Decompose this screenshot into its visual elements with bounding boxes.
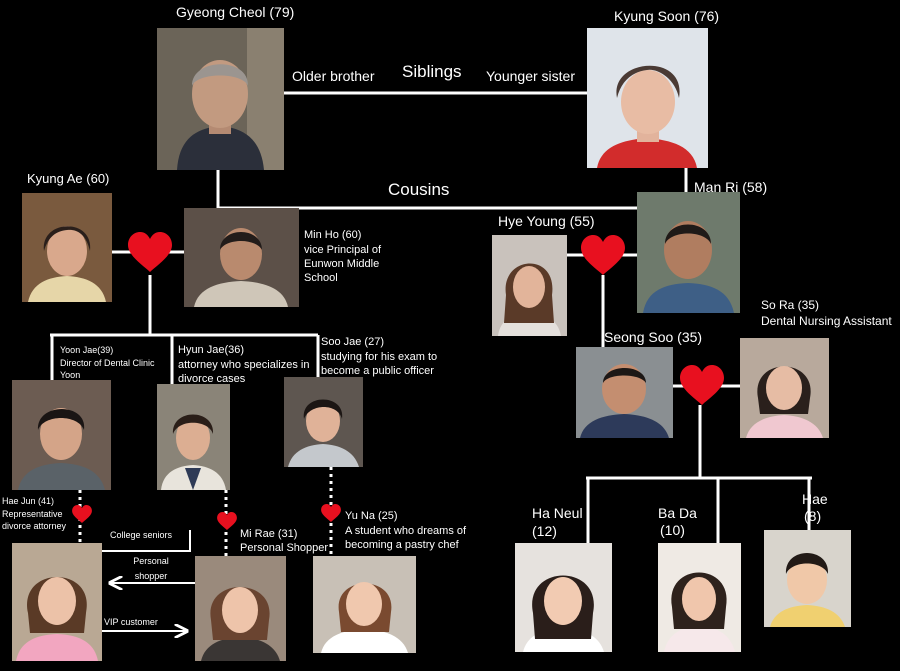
seong-soo-label: Seong Soo (35) bbox=[604, 329, 703, 345]
heart-icon bbox=[581, 235, 625, 275]
yu-na-desc: A student who dreams of becoming a pastr… bbox=[345, 525, 467, 551]
hae-jun-name: Hae Jun (41) bbox=[2, 496, 55, 506]
yu-na-name: Yu Na (25) bbox=[345, 510, 398, 522]
seong-soo-photo bbox=[576, 347, 673, 438]
hae-photo bbox=[764, 530, 851, 627]
kyung-soon-label: Kyung Soon (76) bbox=[614, 8, 720, 24]
hye-young-photo bbox=[492, 235, 567, 336]
yoon-jae-desc: Director of Dental Clinic Yoon bbox=[60, 358, 155, 380]
heart-icon bbox=[217, 512, 237, 530]
ha-neul-photo bbox=[515, 543, 612, 652]
cousins-label: Cousins bbox=[388, 180, 450, 199]
hae-jun-photo bbox=[12, 543, 102, 661]
kyung-ae-photo bbox=[22, 193, 112, 302]
gyeong-cheol-label: Gyeong Cheol (79) bbox=[176, 4, 295, 20]
ha-neul-age: (12) bbox=[532, 523, 557, 539]
kyung-ae-label: Kyung Ae (60) bbox=[27, 171, 110, 186]
mi-rae-photo bbox=[195, 556, 286, 661]
man-ri-photo bbox=[637, 192, 740, 313]
hyun-jae-desc: attorney who specializes in divorce case… bbox=[178, 359, 310, 385]
older-brother-label: Older brother bbox=[292, 68, 375, 84]
so-ra-desc: Dental Nursing Assistant bbox=[761, 314, 892, 328]
hae-name: Hae bbox=[802, 491, 828, 507]
ba-da-photo bbox=[658, 543, 741, 652]
siblings-label: Siblings bbox=[402, 62, 462, 81]
soo-jae-desc: studying for his exam to become a public… bbox=[321, 351, 438, 377]
hye-young-label: Hye Young (55) bbox=[498, 213, 595, 229]
hae-jun-desc: Representative divorce attorney bbox=[2, 509, 67, 531]
hae-age: (8) bbox=[804, 508, 822, 524]
yoon-jae-photo bbox=[12, 380, 111, 490]
mi-rae-desc: Personal Shopper bbox=[240, 542, 329, 554]
soo-jae-name: Soo Jae (27) bbox=[321, 336, 384, 348]
min-ho-name: Min Ho (60) bbox=[304, 229, 362, 241]
hyun-jae-photo bbox=[157, 384, 230, 490]
hearts bbox=[72, 232, 724, 530]
yoon-jae-name: Yoon Jae(39) bbox=[60, 345, 114, 355]
ha-neul-name: Ha Neul bbox=[532, 505, 583, 521]
mi-rae-name: Mi Rae (31) bbox=[240, 528, 298, 540]
hyun-jae-name: Hyun Jae(36) bbox=[178, 344, 245, 356]
heart-icon bbox=[128, 232, 172, 272]
gyeong-cheol-photo bbox=[157, 28, 284, 170]
ba-da-age: (10) bbox=[660, 522, 685, 538]
heart-icon bbox=[321, 504, 341, 522]
min-ho-photo bbox=[184, 208, 299, 307]
college-seniors-label: College seniors bbox=[110, 530, 173, 540]
so-ra-photo bbox=[740, 338, 829, 438]
heart-icon bbox=[72, 505, 92, 523]
heart-icon bbox=[680, 365, 724, 405]
vip-customer-label: VIP customer bbox=[104, 617, 158, 627]
ba-da-name: Ba Da bbox=[658, 505, 697, 521]
personal-shopper-label: Personal shopper bbox=[133, 556, 169, 581]
man-ri-label: Man Ri (58) bbox=[694, 179, 768, 195]
so-ra-name: So Ra (35) bbox=[761, 298, 820, 312]
kyung-soon-photo bbox=[587, 28, 708, 168]
min-ho-desc: vice Principal of Eunwon Middle School bbox=[304, 244, 382, 284]
yu-na-photo bbox=[313, 556, 416, 653]
younger-sister-label: Younger sister bbox=[486, 68, 575, 84]
college-seniors-line bbox=[102, 530, 191, 552]
soo-jae-photo bbox=[284, 377, 363, 467]
